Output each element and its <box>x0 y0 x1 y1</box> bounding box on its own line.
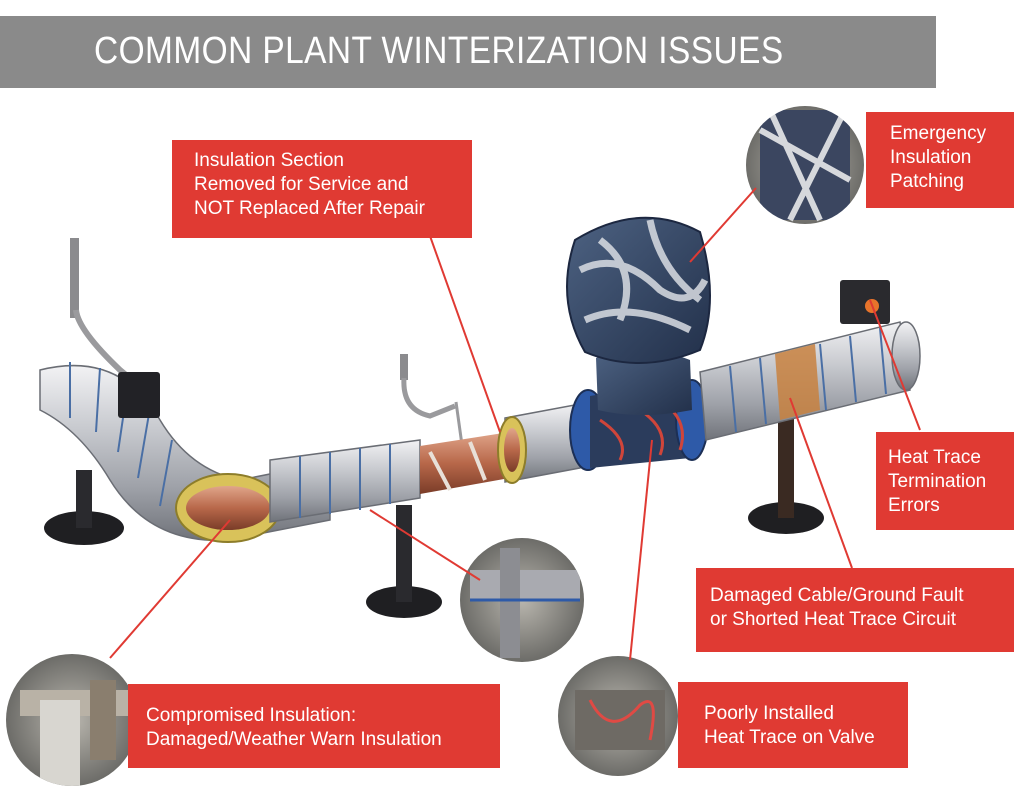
callout-line: Errors <box>888 495 940 516</box>
callout-line: Termination <box>888 471 987 492</box>
callout-damaged-cable: Damaged Cable/Ground Fault or Shorted He… <box>696 568 1014 652</box>
callout-line: Compromised Insulation: <box>146 705 357 726</box>
sensor-rods <box>70 238 464 446</box>
callout-line: Patching <box>890 171 964 192</box>
valve-assembly <box>566 216 711 471</box>
left-insulated-pipe <box>39 362 331 543</box>
leader-lines <box>109 187 921 661</box>
page-title: COMMON PLANT WINTERIZATION ISSUES <box>94 30 784 72</box>
photo-poorly-installed-valve <box>558 656 678 776</box>
callout-line: Removed for Service and <box>194 174 409 195</box>
middle-insulated-pipe <box>269 403 581 523</box>
callout-line: Poorly Installed <box>704 703 834 724</box>
callout-line: or Shorted Heat Trace Circuit <box>710 609 957 630</box>
photo-emergency-patching <box>744 104 866 226</box>
callout-termination-errors: Heat Trace Termination Errors <box>876 432 1014 530</box>
callout-poorly-installed: Poorly Installed Heat Trace on Valve <box>678 682 908 768</box>
pipe-stands <box>44 410 824 618</box>
callout-line: Damaged/Weather Warn Insulation <box>146 729 442 750</box>
callout-line: Heat Trace on Valve <box>704 727 875 748</box>
photo-compromised-insulation <box>6 654 138 786</box>
callout-emergency-patching: Emergency Insulation Patching <box>866 112 1014 208</box>
callout-compromised-insulation: Compromised Insulation: Damaged/Weather … <box>128 684 500 768</box>
callout-line: Insulation <box>890 147 972 168</box>
callout-line: Heat Trace <box>888 447 981 468</box>
right-insulated-pipe <box>699 280 921 441</box>
callout-line: Emergency <box>890 123 987 144</box>
title-banner: COMMON PLANT WINTERIZATION ISSUES <box>0 16 936 88</box>
photo-compromised-insulation-detail <box>460 538 584 662</box>
callout-line: NOT Replaced After Repair <box>194 198 425 219</box>
callout-line: Damaged Cable/Ground Fault <box>710 585 964 606</box>
callout-insulation-removed: Insulation Section Removed for Service a… <box>172 140 472 238</box>
callout-line: Insulation Section <box>194 150 344 171</box>
